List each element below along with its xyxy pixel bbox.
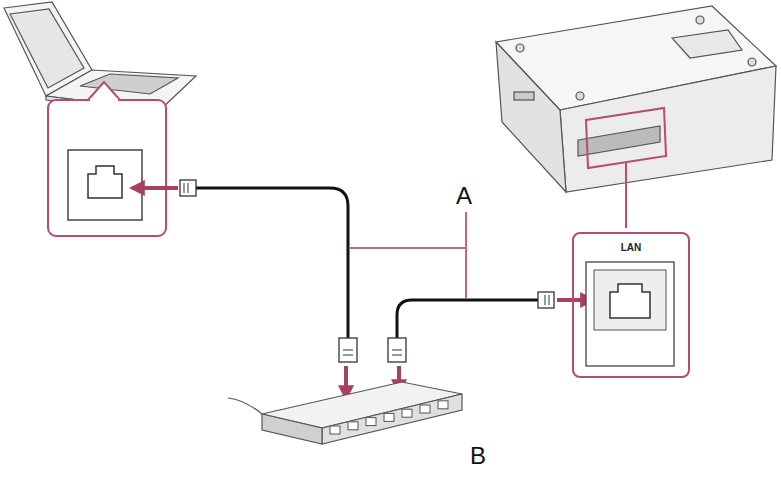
lan-cable [132,180,357,362]
network-hub [228,382,462,444]
callout-letter: A [456,184,472,208]
laptop [4,2,196,114]
callout-letter: B [470,444,486,468]
lan-port [586,262,674,366]
port-label: LAN [574,242,688,253]
laptop-port-inset [48,82,166,236]
lan-inset: LAN [572,232,690,378]
leader-line [350,212,466,298]
lan-cable [388,292,593,362]
projector [496,6,776,228]
